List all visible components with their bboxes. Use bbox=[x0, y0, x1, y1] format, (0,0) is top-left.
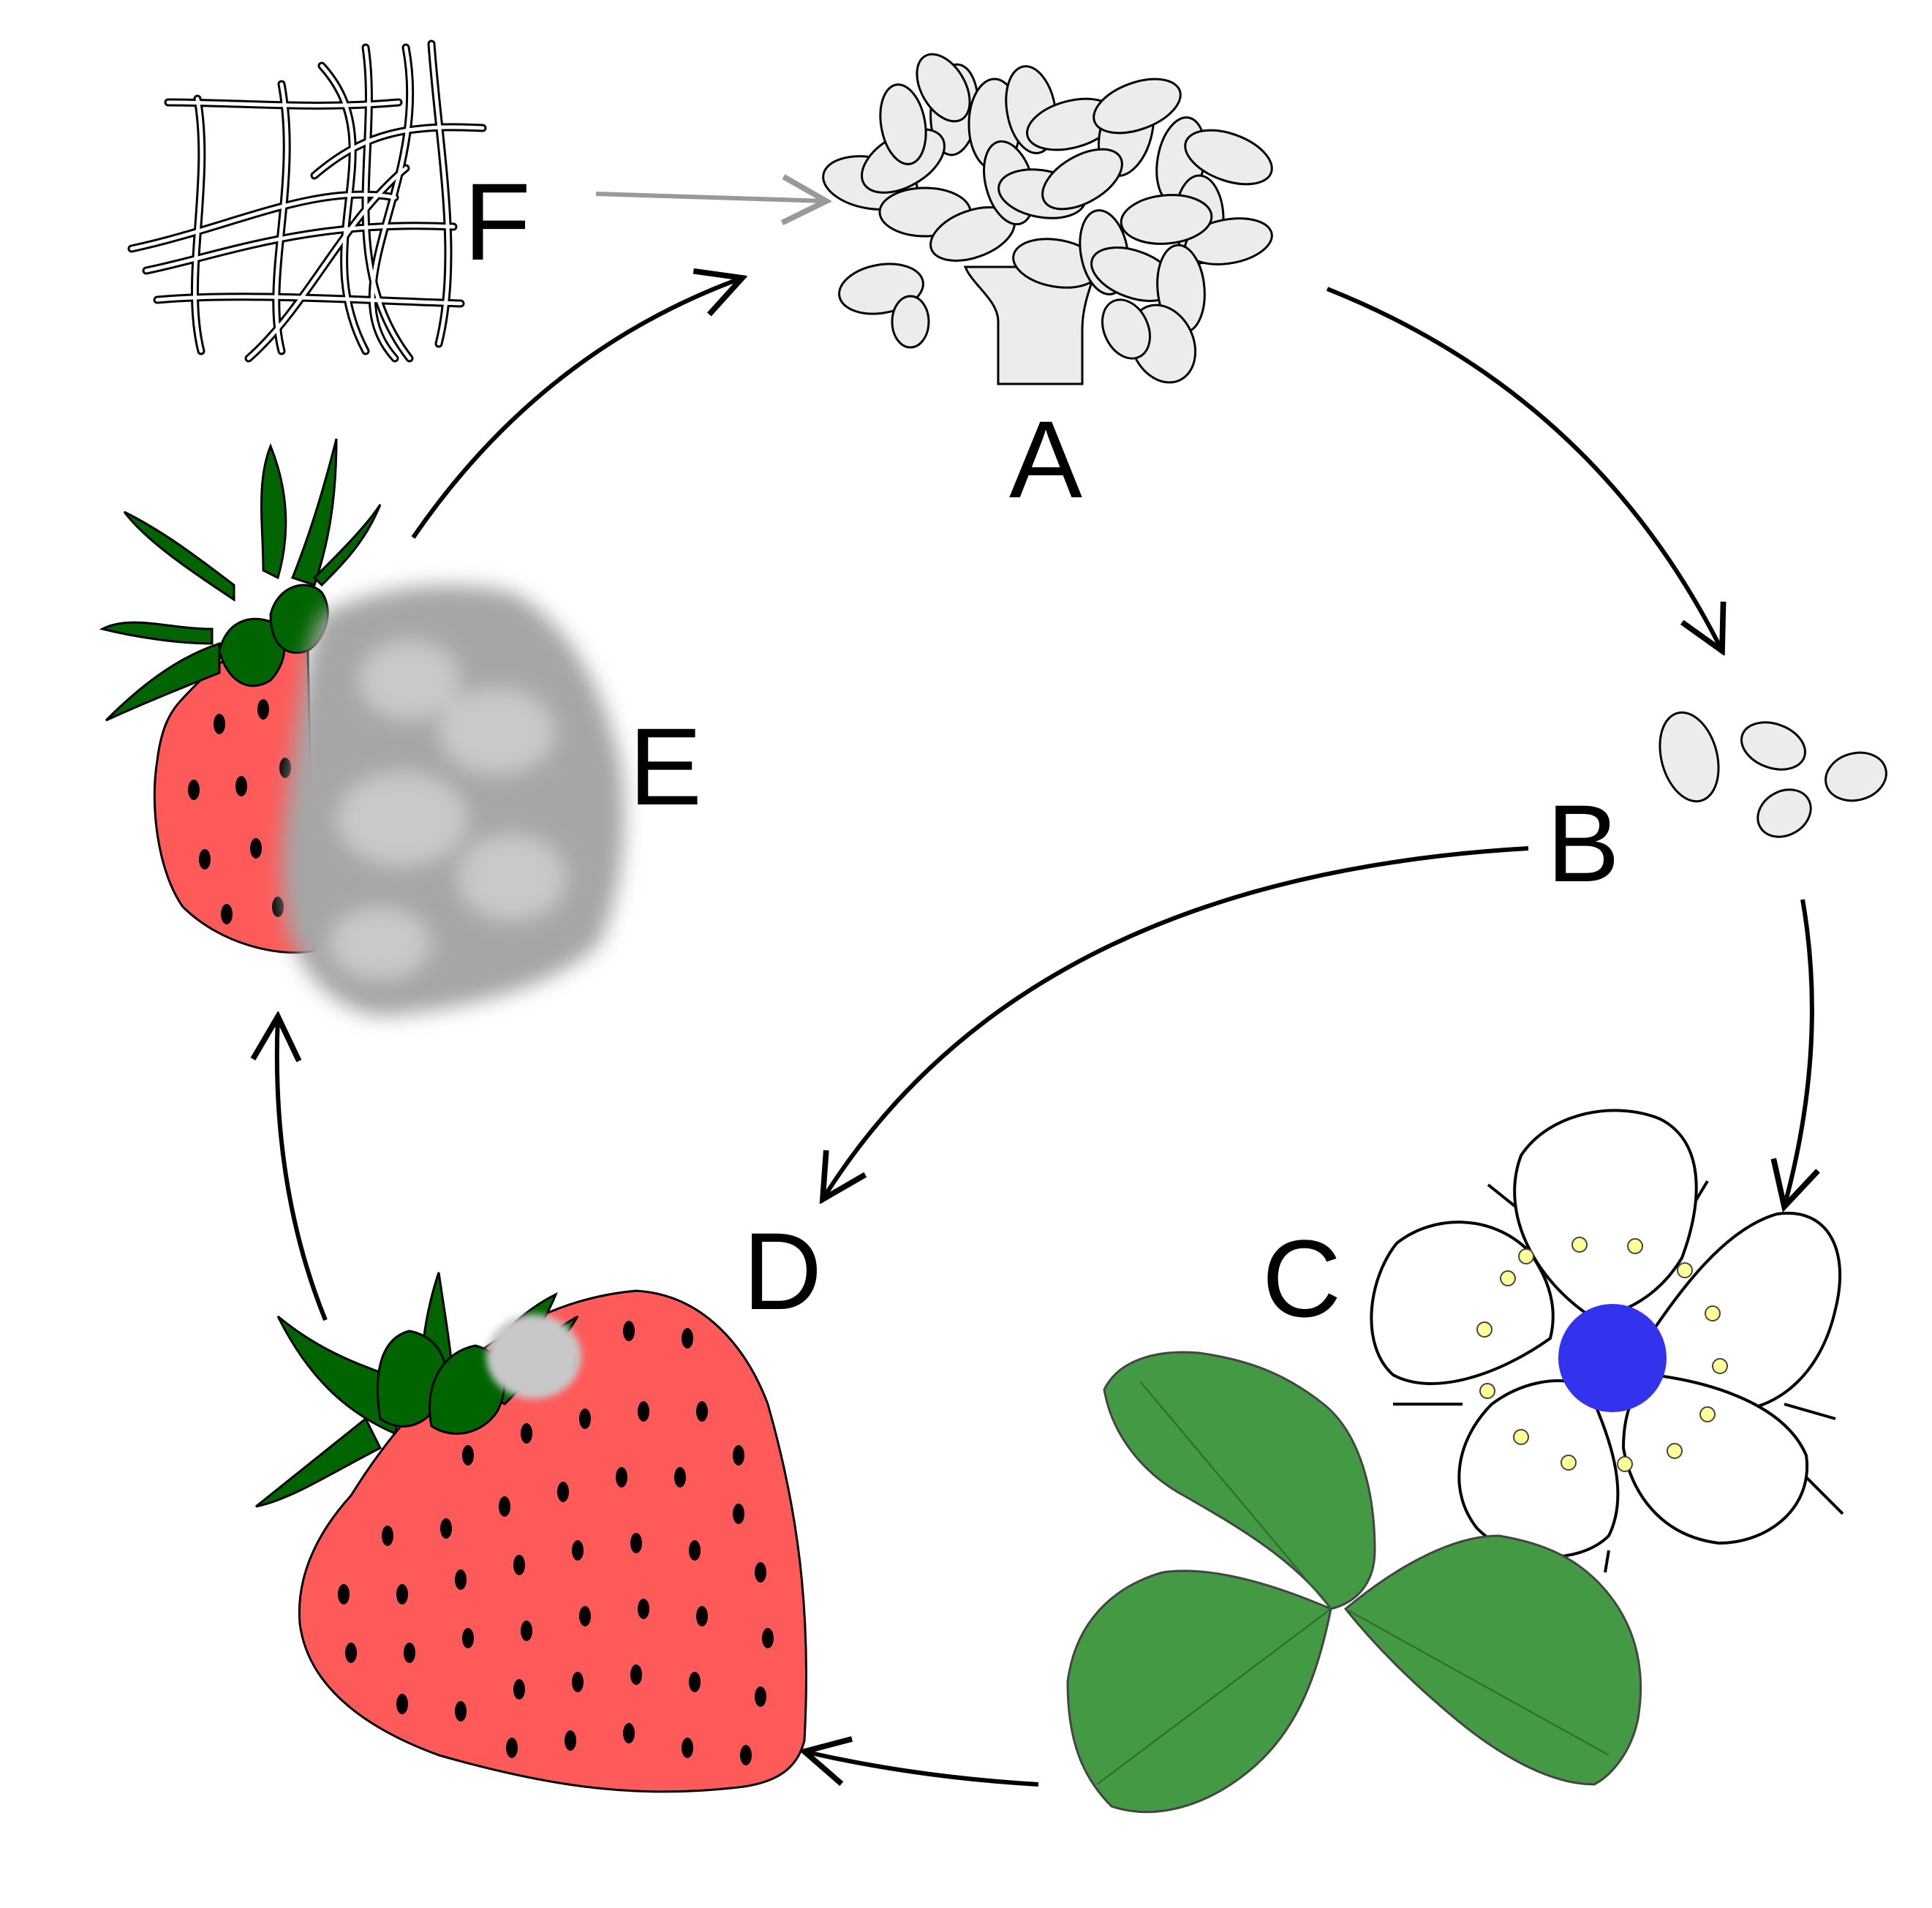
strawberry-seeds bbox=[188, 699, 291, 924]
arrow-e-to-a bbox=[411, 278, 742, 539]
conidia-icon bbox=[1659, 711, 1887, 838]
arrow-b-to-c bbox=[1784, 899, 1812, 1207]
arrow-a-to-b bbox=[1326, 287, 1722, 651]
conidiophore-icon bbox=[822, 53, 1273, 385]
label-f: F bbox=[464, 160, 531, 283]
arrow-c-to-d bbox=[804, 1751, 1039, 1787]
label-b: B bbox=[1547, 782, 1620, 905]
flower-petal bbox=[1513, 1109, 1698, 1319]
label-c: C bbox=[1262, 1217, 1341, 1340]
arrow-d-to-e bbox=[277, 1017, 328, 1321]
leaflet-upper bbox=[1103, 1351, 1376, 1610]
label-d: D bbox=[743, 1210, 822, 1332]
strawberry-flower-icon bbox=[1370, 1109, 1844, 1573]
flower-pistils bbox=[1558, 1304, 1667, 1412]
flower-petal bbox=[1370, 1221, 1555, 1385]
label-a: A bbox=[1009, 398, 1082, 521]
flower-stamens bbox=[1476, 1237, 1728, 1472]
arrow-f-to-a bbox=[595, 194, 826, 201]
strawberry-seeds bbox=[338, 1321, 774, 1765]
cycle-arrows bbox=[277, 278, 1812, 1787]
flower-petal bbox=[1621, 1373, 1809, 1545]
gray-mold-spot bbox=[486, 1314, 581, 1399]
strawberry-calyx bbox=[99, 438, 382, 722]
moldy-strawberry-icon bbox=[99, 438, 624, 1017]
leaflet-left bbox=[1066, 1569, 1332, 1814]
strawberry-leaf-icon bbox=[1066, 1351, 1642, 1814]
label-e: E bbox=[629, 705, 702, 828]
infected-strawberry-icon bbox=[255, 1272, 808, 1793]
leaflet-right bbox=[1343, 1534, 1642, 1786]
flower-petal bbox=[1457, 1379, 1620, 1558]
arrow-b-to-d bbox=[823, 846, 1529, 1199]
